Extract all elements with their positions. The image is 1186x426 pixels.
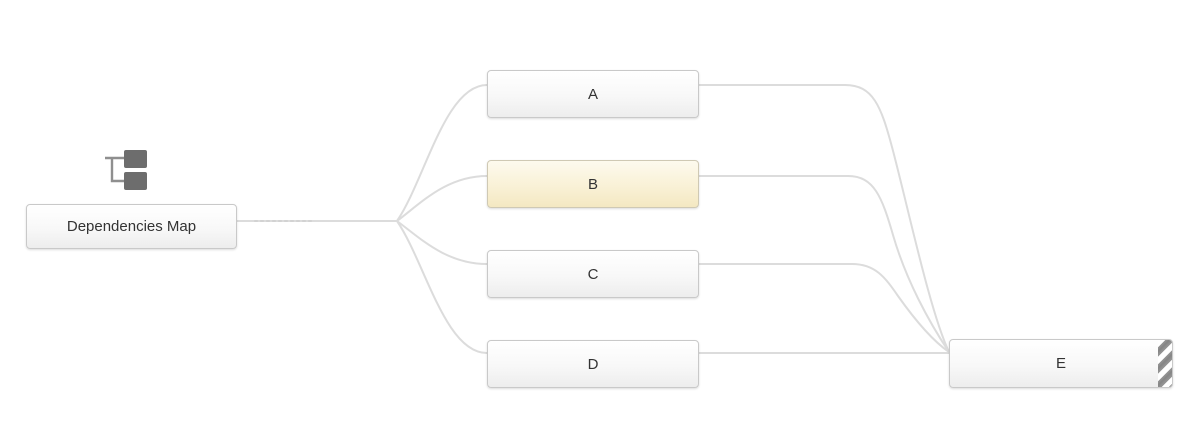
node-c-label: C	[587, 265, 599, 283]
node-e[interactable]: E	[949, 339, 1173, 388]
edge-root-a	[396, 84, 488, 222]
edge-root-b	[396, 175, 488, 222]
node-c[interactable]: C	[487, 250, 699, 298]
striped-status-band	[1158, 340, 1172, 387]
node-d[interactable]: D	[487, 340, 699, 388]
edge-root-c	[396, 220, 488, 265]
node-dependencies-map[interactable]: Dependencies Map	[26, 204, 237, 249]
node-e-label: E	[1055, 355, 1066, 372]
node-a-label: A	[587, 85, 598, 103]
sitemap-icon	[104, 150, 148, 190]
node-a[interactable]: A	[487, 70, 699, 118]
edge-root-d	[396, 220, 488, 354]
edge-c-e	[698, 263, 950, 353]
node-b[interactable]: B	[487, 160, 699, 208]
edge-a-e	[698, 84, 950, 353]
node-b-label: B	[587, 175, 598, 193]
edge-b-e	[698, 175, 950, 353]
node-dependencies-map-label: Dependencies Map	[66, 218, 197, 235]
node-d-label: D	[587, 355, 599, 373]
